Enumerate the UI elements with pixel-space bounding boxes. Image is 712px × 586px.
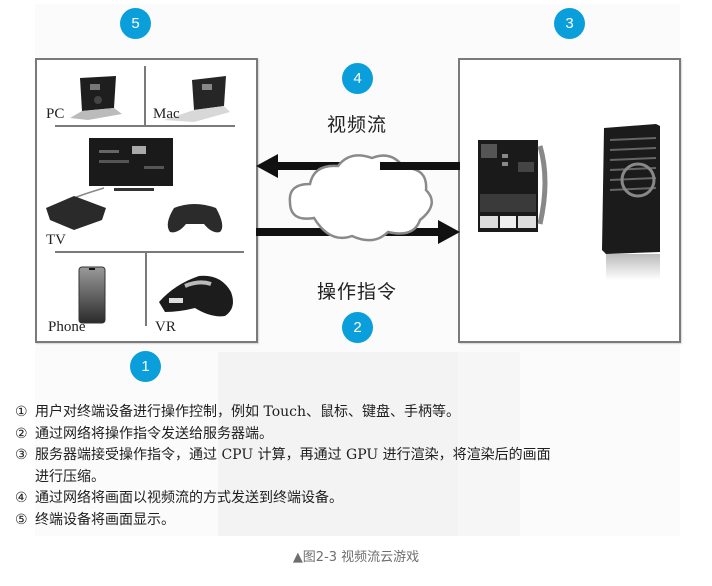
- step-badge-1: 1: [130, 351, 161, 382]
- device-label-tv: TV: [46, 232, 66, 248]
- server-rack-icon: [602, 124, 660, 280]
- divider: [144, 66, 146, 126]
- pc-laptop-icon: [70, 76, 122, 120]
- divider: [55, 125, 235, 127]
- device-label-vr: VR: [155, 319, 176, 335]
- figure-caption: ▲图2-3 视频流云游戏: [292, 550, 420, 565]
- step-badge-3: 3: [554, 8, 585, 39]
- watermark-shape: [458, 352, 520, 536]
- arrow-head-left-icon: [256, 154, 278, 178]
- arrow-head-right-icon: [438, 220, 460, 244]
- step-badge-5: 5: [120, 8, 151, 39]
- game-library-screen-icon: [478, 140, 548, 232]
- step-badge-4: 4: [342, 63, 373, 94]
- operation-command-label: 操作指令: [316, 281, 397, 303]
- phone-icon: [78, 266, 106, 324]
- divider: [55, 251, 244, 253]
- network-flow: [256, 154, 460, 244]
- device-label-pc: PC: [46, 106, 65, 122]
- tv-set-icon: [46, 138, 223, 233]
- device-label-phone: Phone: [48, 319, 86, 335]
- vr-headset-icon: [159, 275, 233, 317]
- mac-laptop-icon: [164, 76, 230, 122]
- device-label-mac: Mac: [153, 106, 180, 122]
- divider: [145, 253, 147, 326]
- step-badge-2: 2: [342, 312, 373, 343]
- step-item-continuation: 进行压缩。: [35, 468, 105, 485]
- video-stream-label: 视频流: [326, 114, 387, 136]
